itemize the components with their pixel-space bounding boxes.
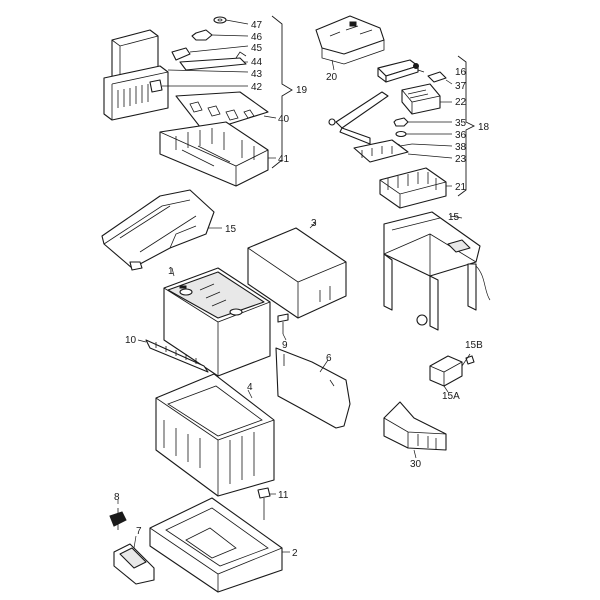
connector-37	[427, 71, 447, 83]
leader-lines	[117, 19, 471, 553]
callout-45: 45	[251, 43, 263, 54]
bolt-9	[277, 313, 289, 334]
callout-35: 35	[455, 118, 467, 129]
fuse-carrier-40	[175, 91, 269, 133]
callout-37: 37	[455, 81, 467, 92]
callout-6: 6	[326, 353, 332, 364]
callout-41: 41	[278, 154, 290, 165]
callout-11: 11	[278, 490, 289, 501]
callout-44: 44	[251, 57, 263, 68]
callout-30: 30	[410, 459, 422, 470]
clip-45	[171, 47, 191, 61]
callout-20: 20	[326, 72, 338, 83]
terminal-block-23	[353, 139, 409, 163]
battery-cover-3	[247, 227, 347, 319]
callout-40: 40	[278, 114, 290, 125]
insulation-mat-6	[275, 347, 351, 429]
callout-23: 23	[455, 154, 467, 165]
callout-15B: 15B	[465, 340, 483, 351]
module-22	[401, 83, 441, 115]
nut-35	[393, 117, 409, 127]
bolt-11	[257, 487, 271, 520]
callout-4: 4	[247, 382, 253, 393]
callout-38: 38	[455, 142, 467, 153]
callout-1: 1	[168, 266, 174, 277]
callout-42: 42	[251, 82, 263, 93]
fuse-box-cover	[103, 29, 169, 121]
callout-3: 3	[311, 218, 317, 229]
battery-tray-4	[155, 373, 275, 497]
callout-2: 2	[292, 548, 298, 559]
callout-47: 47	[251, 20, 263, 31]
callout-15-right: 15	[448, 212, 460, 223]
washer-47	[213, 16, 227, 24]
callout-7: 7	[136, 526, 142, 537]
callout-22: 22	[455, 97, 467, 108]
cable-43	[179, 51, 247, 71]
fuse-holder-41	[159, 121, 269, 187]
screw-15B	[465, 355, 475, 365]
support-15-left	[101, 189, 215, 271]
callout-36: 36	[455, 130, 467, 141]
battery-1	[163, 267, 271, 377]
callout-9: 9	[282, 340, 288, 351]
callout-8: 8	[114, 492, 120, 503]
bracket-19	[271, 15, 293, 169]
frame-15-right	[383, 211, 491, 331]
callout-18: 18	[478, 122, 490, 133]
callout-labels: 47 46 45 44 43 42 19 40 41 20 16 37 22 3…	[114, 20, 490, 559]
bracket-30	[383, 401, 447, 451]
fuse-strip-21	[379, 167, 447, 209]
callout-15-left: 15	[225, 224, 237, 235]
relay-15A	[429, 355, 463, 387]
callout-15A: 15A	[442, 391, 460, 402]
bolt-8	[109, 508, 127, 530]
relay-16	[377, 59, 419, 83]
callout-16: 16	[455, 67, 467, 78]
callout-21: 21	[455, 182, 467, 193]
nut-46	[191, 29, 213, 41]
callout-10: 10	[125, 335, 137, 346]
part-42	[149, 79, 163, 93]
bracket-arm	[328, 91, 389, 145]
callout-19: 19	[296, 85, 308, 96]
callout-43: 43	[251, 69, 263, 80]
callout-46: 46	[251, 32, 263, 43]
cover-20	[315, 15, 385, 65]
washer-36	[395, 130, 407, 138]
base-tray-2	[149, 497, 283, 593]
bracket-18	[457, 55, 476, 197]
clamp-7	[113, 543, 155, 585]
hold-down-strap-10	[145, 339, 209, 373]
